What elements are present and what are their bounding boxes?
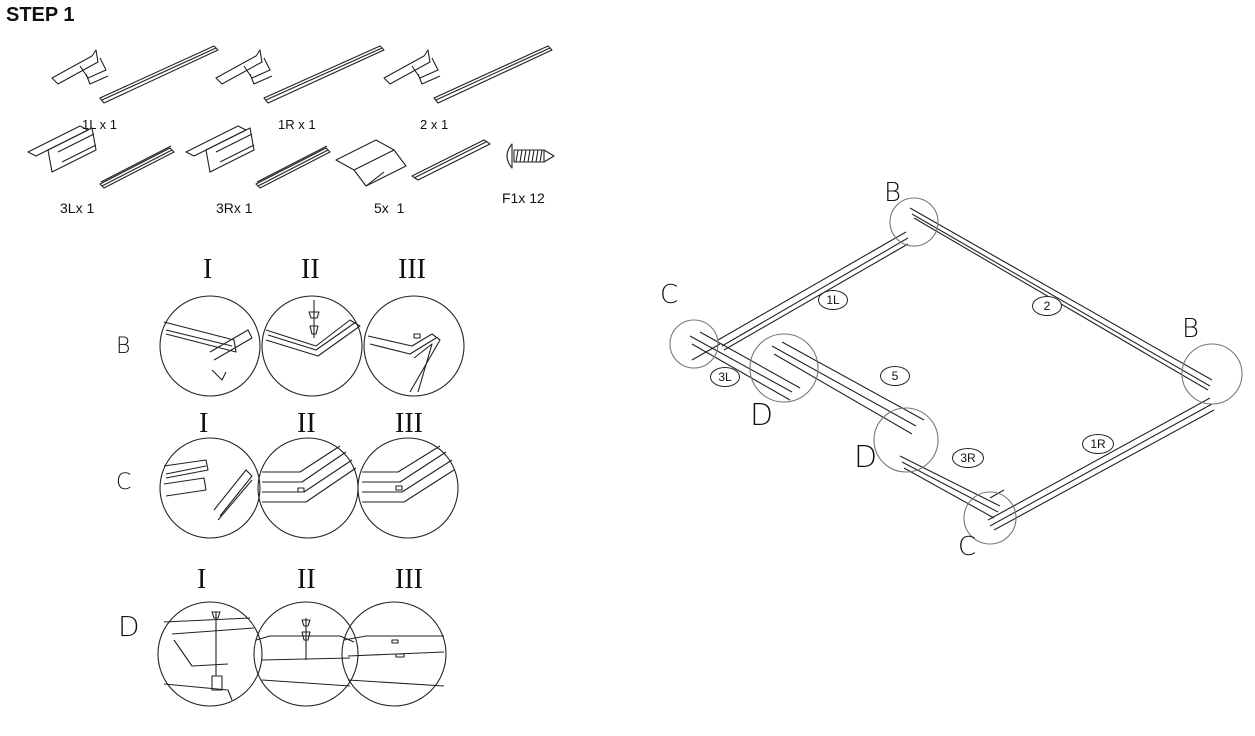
detail-d-i-drawing xyxy=(157,601,263,707)
detail-c-i-drawing xyxy=(159,437,261,539)
assembly-letter-b-right: B xyxy=(1182,314,1200,344)
part-label-3l: 3Lx 1 xyxy=(60,200,95,216)
frame-rail-1r xyxy=(987,397,1215,531)
assembly-letter-b-top: B xyxy=(884,178,902,208)
detail-d-iii-drawing xyxy=(341,601,447,707)
detail-b-ii-drawing xyxy=(261,295,363,397)
callout-3r: 3R xyxy=(952,448,984,468)
part-5-drawing xyxy=(335,139,491,187)
step-title: STEP 1 xyxy=(6,4,75,26)
roman-b-ii: II xyxy=(301,254,320,285)
frame-profile-3l xyxy=(689,331,801,401)
callout-5: 5 xyxy=(880,366,910,386)
detail-b-i-drawing xyxy=(159,295,261,397)
detail-c-iii-drawing xyxy=(357,437,459,539)
roman-c-i: I xyxy=(199,408,209,439)
roman-c-iii: III xyxy=(395,408,423,439)
part-3r-drawing xyxy=(185,125,331,189)
assembly-letter-d-mid: D xyxy=(854,440,878,475)
row-letter-d: D xyxy=(118,610,140,643)
part-label-f1: F1x 12 xyxy=(502,190,545,206)
frame-profile-5 xyxy=(771,341,925,435)
part-2-drawing xyxy=(383,45,553,104)
assembly-letter-c-bottom: C xyxy=(958,532,977,562)
frame-profile-3r xyxy=(899,455,1005,519)
part-f1-screw-drawing xyxy=(506,143,555,169)
callout-1r: 1R xyxy=(1082,434,1114,454)
callout-1l: 1L xyxy=(818,290,848,310)
part-label-2: 2 x 1 xyxy=(420,117,449,132)
part-label-3r: 3Rx 1 xyxy=(216,200,253,216)
part-label-5: 5x 1 xyxy=(374,200,405,216)
roman-d-iii: III xyxy=(395,564,423,595)
assembly-letter-c-left: C xyxy=(660,280,679,310)
part-label-1l: 1L x 1 xyxy=(82,117,117,132)
roman-d-i: I xyxy=(197,564,207,595)
part-label-1r: 1R x 1 xyxy=(278,117,316,132)
frame-rail-2 xyxy=(909,207,1213,391)
frame-rail-1l xyxy=(717,231,909,351)
detail-b-iii-drawing xyxy=(363,295,465,397)
part-1l-drawing xyxy=(51,45,219,104)
roman-d-ii: II xyxy=(297,564,316,595)
part-1r-drawing xyxy=(215,45,385,104)
row-letter-b: B xyxy=(116,334,131,359)
assembly-letter-d-left: D xyxy=(750,398,774,433)
callout-3l: 3L xyxy=(710,367,740,387)
callout-2: 2 xyxy=(1032,296,1062,316)
roman-b-i: I xyxy=(203,254,213,285)
part-3l-drawing xyxy=(27,125,175,189)
roman-c-ii: II xyxy=(297,408,316,439)
row-letter-c: C xyxy=(116,470,132,495)
detail-c-ii-drawing xyxy=(257,437,359,539)
detail-d-ii-drawing xyxy=(253,601,359,707)
roman-b-iii: III xyxy=(398,254,426,285)
